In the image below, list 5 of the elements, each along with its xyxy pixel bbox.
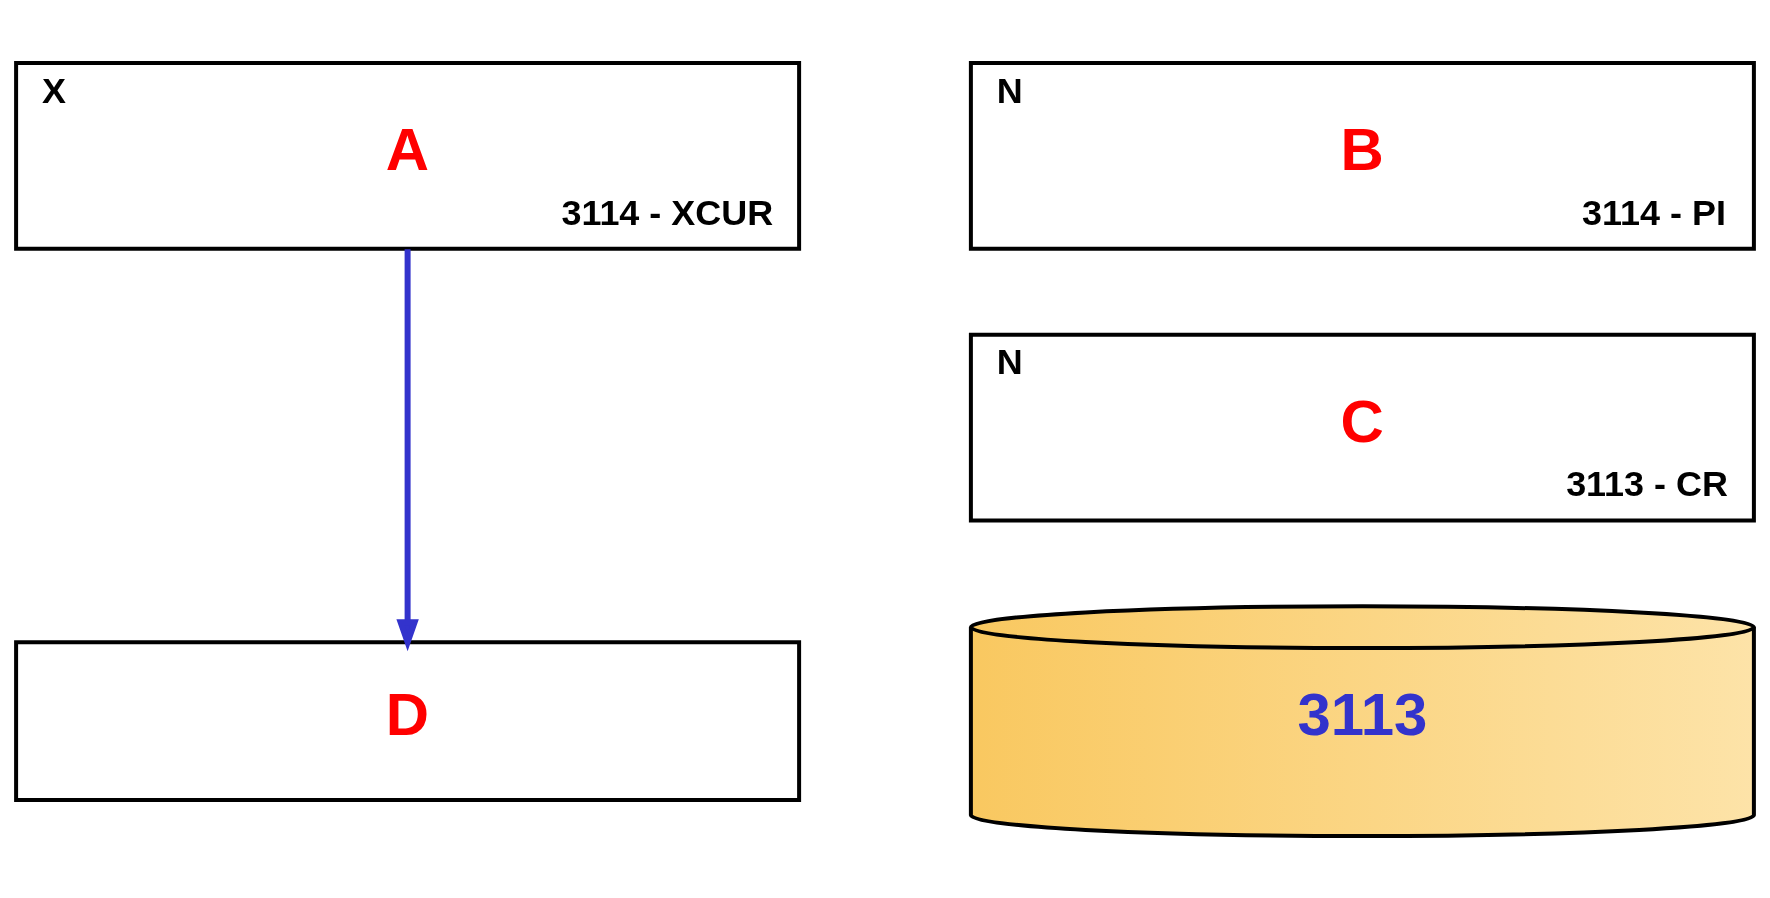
node-box: X A 3114 - XCUR [14, 60, 802, 251]
node-box: D [14, 639, 802, 802]
node-box: N B 3114 - PI [968, 60, 1756, 251]
arrow [396, 248, 419, 651]
node-box: N C 3113 - CR [968, 332, 1756, 522]
